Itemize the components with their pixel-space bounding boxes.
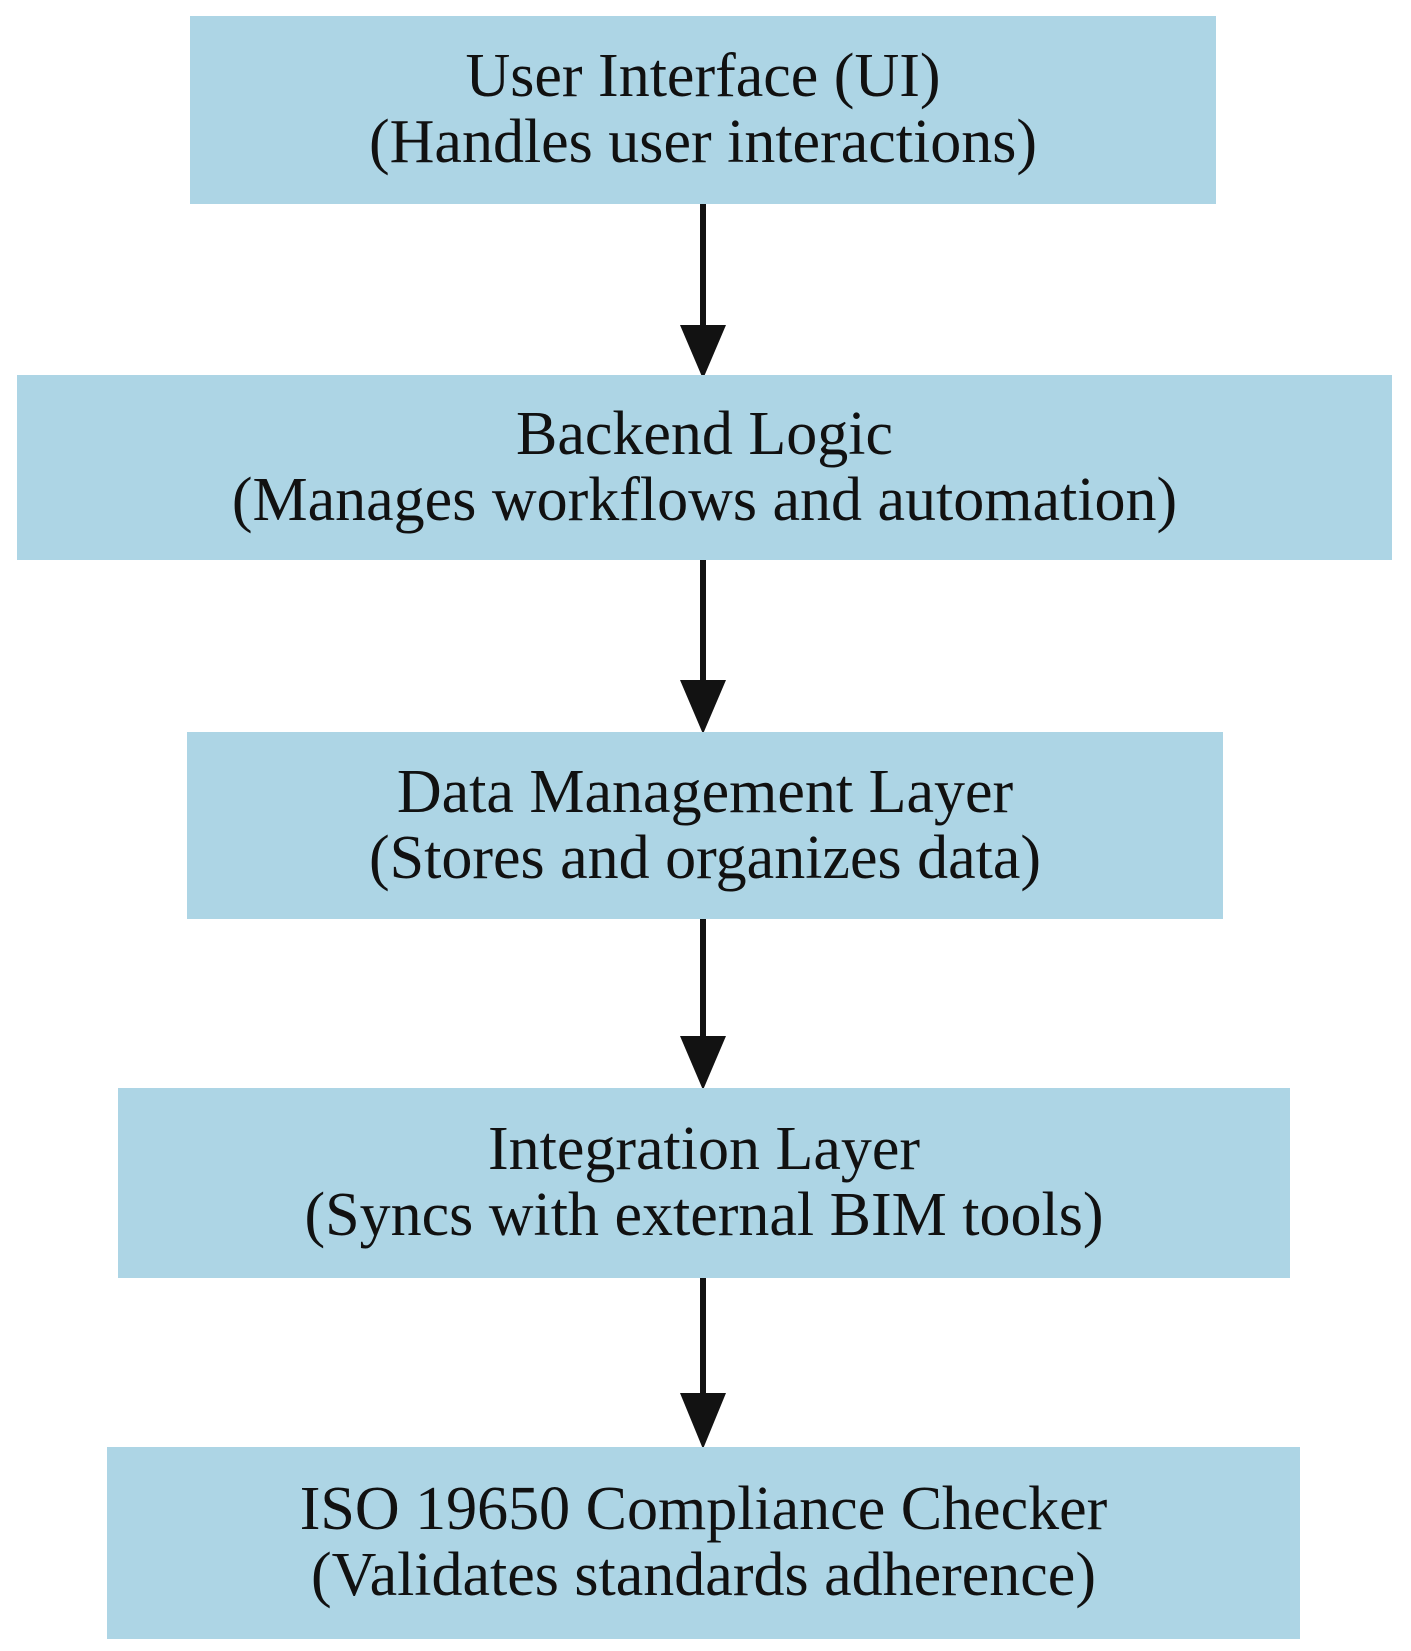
node-subtitle: (Syncs with external BIM tools) <box>304 1181 1104 1249</box>
node-integration-layer[interactable]: Integration Layer (Syncs with external B… <box>118 1088 1290 1278</box>
node-user-interface[interactable]: User Interface (UI) (Handles user intera… <box>190 16 1216 204</box>
node-backend-logic[interactable]: Backend Logic (Manages workflows and aut… <box>17 375 1392 560</box>
edge-integration-to-iso <box>680 1278 726 1449</box>
node-title: Data Management Layer <box>396 757 1014 826</box>
node-title: Backend Logic <box>515 399 894 468</box>
node-title: ISO 19650 Compliance Checker <box>299 1475 1108 1544</box>
edge-ui-to-backend <box>680 204 726 379</box>
node-subtitle: (Handles user interactions) <box>369 108 1037 176</box>
edge-data-to-integration <box>680 919 726 1090</box>
node-subtitle: (Validates standards adherence) <box>311 1541 1096 1609</box>
node-title: Integration Layer <box>487 1115 921 1184</box>
node-subtitle: (Manages workflows and automation) <box>231 465 1178 534</box>
node-data-management-layer[interactable]: Data Management Layer (Stores and organi… <box>187 732 1223 919</box>
node-iso-19650-compliance-checker[interactable]: ISO 19650 Compliance Checker (Validates … <box>107 1447 1300 1639</box>
edge-backend-to-data <box>680 560 726 734</box>
node-title: User Interface (UI) <box>465 42 941 111</box>
node-subtitle: (Stores and organizes data) <box>368 823 1041 892</box>
